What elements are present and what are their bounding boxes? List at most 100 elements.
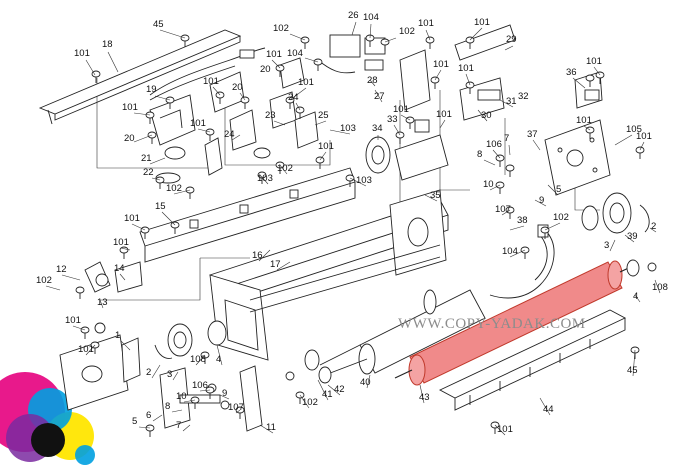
callout-101: 101 <box>74 48 90 59</box>
screw <box>240 96 250 109</box>
leader-line <box>649 227 657 233</box>
callout-18: 18 <box>102 39 113 50</box>
leader-line <box>593 66 601 76</box>
callout-2: 2 <box>146 367 151 378</box>
leader-line <box>85 344 96 356</box>
leader-line <box>235 409 241 414</box>
callout-103: 103 <box>257 173 273 184</box>
screw <box>395 131 405 144</box>
leader-line <box>154 95 171 101</box>
callout-108: 108 <box>190 354 206 365</box>
leader-line <box>400 114 411 121</box>
callout-104: 104 <box>502 246 518 257</box>
leader-line <box>534 199 547 207</box>
top-motor-assembly <box>317 24 516 121</box>
callout-37: 37 <box>527 129 538 140</box>
callout-3: 3 <box>167 369 172 380</box>
leader-line <box>195 354 206 366</box>
callout-38: 38 <box>517 215 528 226</box>
callout-35: 35 <box>430 190 441 201</box>
callout-107: 107 <box>495 204 511 215</box>
leader-line <box>632 349 636 377</box>
callout-36: 36 <box>566 67 577 78</box>
leader-line <box>639 141 645 151</box>
callout-8: 8 <box>165 401 170 412</box>
watermark-text: WWW.COPY-YADAK.COM <box>398 316 586 332</box>
callout-101: 101 <box>266 49 282 60</box>
leader-line <box>133 134 153 143</box>
callout-101: 101 <box>436 109 452 120</box>
leader-line <box>434 69 442 81</box>
part-36-bracket <box>574 71 603 109</box>
leader-line <box>85 59 96 76</box>
callout-20: 20 <box>260 64 271 75</box>
leader-line <box>173 189 191 195</box>
leader-line <box>120 340 131 351</box>
leader-line <box>107 51 119 73</box>
leader-line <box>199 389 211 392</box>
screw <box>185 186 195 199</box>
callout-102: 102 <box>166 183 182 194</box>
leader-line <box>494 424 506 436</box>
callout-15: 15 <box>155 201 166 212</box>
screw <box>495 181 505 194</box>
leader-line <box>369 23 372 39</box>
screw <box>405 116 415 129</box>
callout-4: 4 <box>216 354 221 365</box>
leader-line <box>465 73 471 86</box>
callout-21: 21 <box>141 153 152 164</box>
callout-20: 20 <box>124 133 135 144</box>
callout-102: 102 <box>277 163 293 174</box>
callout-101: 101 <box>393 104 409 115</box>
callout-102: 102 <box>553 212 569 223</box>
callout-9: 9 <box>539 195 544 206</box>
callout-26: 26 <box>348 10 359 21</box>
callout-16: 16 <box>252 250 263 261</box>
leader-line <box>369 79 376 87</box>
callout-3: 3 <box>604 240 609 251</box>
screw <box>505 164 515 177</box>
leader-line <box>289 33 306 41</box>
leader-line <box>149 157 166 165</box>
leader-line <box>151 364 161 379</box>
callout-24: 24 <box>224 129 235 140</box>
part-37-plate <box>544 119 611 196</box>
callout-24: 24 <box>288 92 299 103</box>
callout-19: 19 <box>146 84 157 95</box>
callout-102: 102 <box>273 23 289 34</box>
callout-2: 2 <box>651 221 656 232</box>
leader-line <box>212 86 221 96</box>
callout-45: 45 <box>153 19 164 30</box>
callout-7: 7 <box>176 420 181 431</box>
leader-line <box>239 92 246 101</box>
callout-9: 9 <box>222 388 227 399</box>
callout-101: 101 <box>78 344 94 355</box>
callout-107: 107 <box>228 402 244 413</box>
screw <box>520 246 530 259</box>
screws <box>75 34 645 437</box>
part-44-guide <box>438 309 627 411</box>
leader-line <box>424 194 438 202</box>
callout-23: 23 <box>265 110 276 121</box>
callout-101: 101 <box>65 315 81 326</box>
screw <box>155 176 165 189</box>
part-18-bar <box>38 29 242 125</box>
callout-101: 101 <box>458 63 474 74</box>
callout-40: 40 <box>360 377 371 388</box>
callout-34: 34 <box>372 123 383 134</box>
leader-line <box>289 87 307 101</box>
leader-line <box>654 279 661 294</box>
callout-103: 103 <box>340 123 356 134</box>
callout-43: 43 <box>419 392 430 403</box>
callout-41: 41 <box>322 389 333 400</box>
callout-101: 101 <box>433 59 449 70</box>
leader-line <box>161 211 176 226</box>
callout-31: 31 <box>506 96 517 107</box>
screw <box>430 76 440 89</box>
color-circles-logo <box>0 372 95 465</box>
leader-line <box>138 426 151 429</box>
callout-14: 14 <box>114 263 125 274</box>
leader-line <box>314 120 327 126</box>
callout-12: 12 <box>56 264 67 275</box>
